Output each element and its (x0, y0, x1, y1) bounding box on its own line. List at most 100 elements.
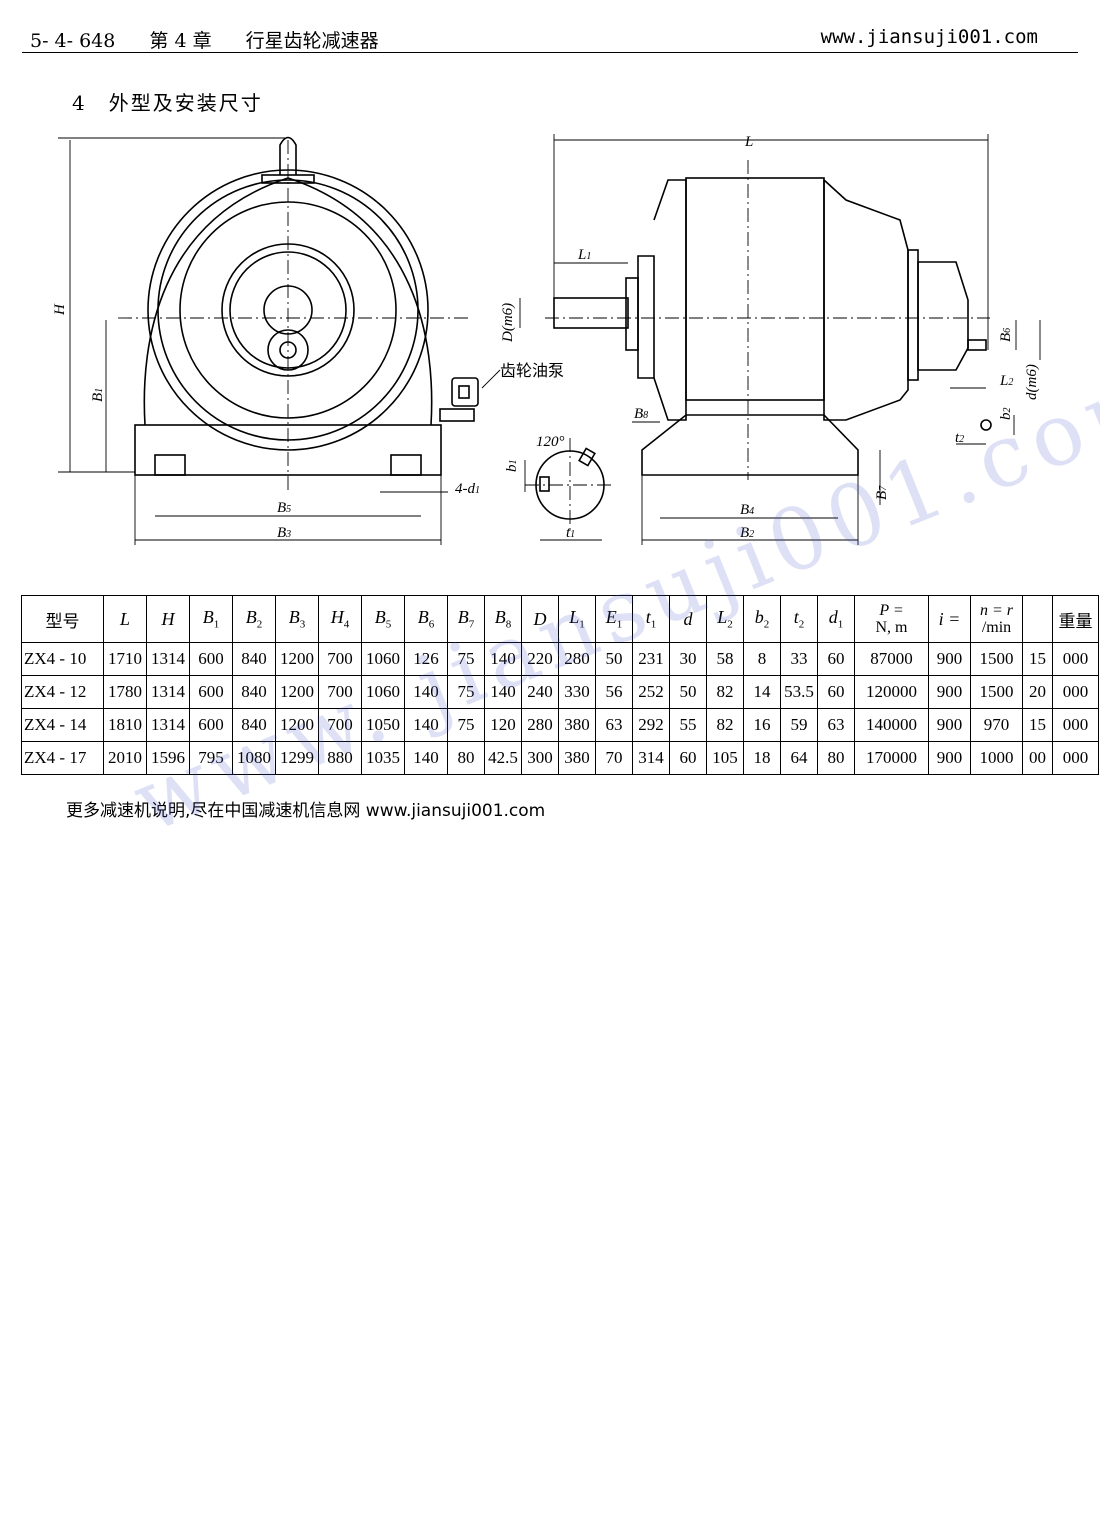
side-view (553, 177, 992, 476)
table-cell: 2010 (103, 741, 147, 775)
table-cell: 60 (817, 675, 855, 709)
table-cell: 600 (189, 675, 233, 709)
table-cell: 000 (1052, 675, 1099, 709)
table-header-cell: B1 (189, 595, 233, 643)
table-cell: 82 (706, 675, 744, 709)
table-cell: 000 (1052, 642, 1099, 676)
technical-drawing: H B1 B5 B3 4-d1 120° b1 t1 L L1 D(m6) B8… (52, 134, 1041, 545)
table-cell: 220 (521, 642, 559, 676)
table-cell: 1500 (970, 642, 1023, 676)
label-B2: B2 (740, 525, 754, 541)
table-cell: 1080 (232, 741, 276, 775)
table-cell: 292 (632, 708, 670, 742)
table-cell: 56 (595, 675, 633, 709)
table-cell: 87000 (854, 642, 929, 676)
label-b1: b1 (504, 460, 520, 473)
label-L1: L1 (577, 247, 591, 263)
table-header-cell: B2 (232, 595, 276, 643)
table-cell: 55 (669, 708, 707, 742)
table-cell: 900 (928, 675, 971, 709)
table-cell: 795 (189, 741, 233, 775)
table-cell: 140 (484, 642, 522, 676)
table-cell: 1810 (103, 708, 147, 742)
table-cell: 14 (743, 675, 781, 709)
table-cell: 600 (189, 642, 233, 676)
label-t2: t2 (955, 430, 964, 446)
table-header-cell: P =N, m (854, 595, 929, 643)
table-cell: 1314 (146, 708, 190, 742)
table-cell: 64 (780, 741, 818, 775)
table-header-cell: B6 (404, 595, 448, 643)
table-cell: 120000 (854, 675, 929, 709)
table-cell: 1200 (275, 708, 319, 742)
table-cell: 330 (558, 675, 596, 709)
table-cell: 840 (232, 675, 276, 709)
label-B4: B4 (740, 502, 754, 518)
keyway-detail (535, 447, 605, 520)
header-website[interactable]: www.jiansuji001.com (820, 26, 1038, 48)
table-cell: 140 (404, 708, 448, 742)
table-header-cell: d (669, 595, 707, 643)
table-header-cell: L2 (706, 595, 744, 643)
table-cell: 15 (1022, 642, 1053, 676)
table-cell: 59 (780, 708, 818, 742)
table-cell: 50 (595, 642, 633, 676)
table-cell: 900 (928, 741, 971, 775)
table-cell: 300 (521, 741, 559, 775)
model-cell: ZX4 - 10 (21, 642, 104, 676)
table-cell: 1314 (146, 642, 190, 676)
table-cell: 900 (928, 642, 971, 676)
label-b2: b2 (998, 408, 1014, 421)
table-cell: 1596 (146, 741, 190, 775)
table-header-cell: 重量 (1052, 595, 1099, 643)
label-B8: B8 (634, 406, 648, 422)
table-cell: 20 (1022, 675, 1053, 709)
table-cell: 53.5 (780, 675, 818, 709)
table-header-cell: B3 (275, 595, 319, 643)
table-cell: 380 (558, 708, 596, 742)
model-cell: ZX4 - 12 (21, 675, 104, 709)
table-cell: 70 (595, 741, 633, 775)
table-header-cell: E1 (595, 595, 633, 643)
table-header-cell: L1 (558, 595, 596, 643)
table-cell: 1050 (361, 708, 405, 742)
table-cell: 63 (595, 708, 633, 742)
model-cell: ZX4 - 17 (21, 741, 104, 775)
table-header-cell: d1 (817, 595, 855, 643)
label-gear-oil-pump: 齿轮油泵 (500, 361, 564, 380)
table-cell: 280 (558, 642, 596, 676)
table-cell: 126 (404, 642, 448, 676)
table-cell: 60 (669, 741, 707, 775)
table-header-cell: i = (928, 595, 971, 643)
label-H: H (52, 303, 68, 316)
table-cell: 75 (447, 708, 485, 742)
label-angle: 120° (536, 434, 565, 450)
table-cell: 30 (669, 642, 707, 676)
table-cell: 1500 (970, 675, 1023, 709)
table-cell: 63 (817, 708, 855, 742)
label-B6: B6 (998, 328, 1014, 342)
table-cell: 105 (706, 741, 744, 775)
model-cell: ZX4 - 14 (21, 708, 104, 742)
table-cell: 8 (743, 642, 781, 676)
table-header-cell: t2 (780, 595, 818, 643)
table-cell: 50 (669, 675, 707, 709)
table-cell: 80 (817, 741, 855, 775)
table-cell: 80 (447, 741, 485, 775)
table-cell: 140000 (854, 708, 929, 742)
page-number: 5- 4- 648 (30, 30, 116, 52)
table-cell: 120 (484, 708, 522, 742)
table-header-cell: H (146, 595, 190, 643)
table-header-cell: B8 (484, 595, 522, 643)
table-cell: 1780 (103, 675, 147, 709)
label-dm6: d(m6) (1024, 364, 1040, 400)
table-header-cell: H4 (318, 595, 362, 643)
table-header-cell: B5 (361, 595, 405, 643)
table-cell: 58 (706, 642, 744, 676)
label-L: L (744, 134, 753, 150)
table-cell: 840 (232, 642, 276, 676)
table-cell: 252 (632, 675, 670, 709)
